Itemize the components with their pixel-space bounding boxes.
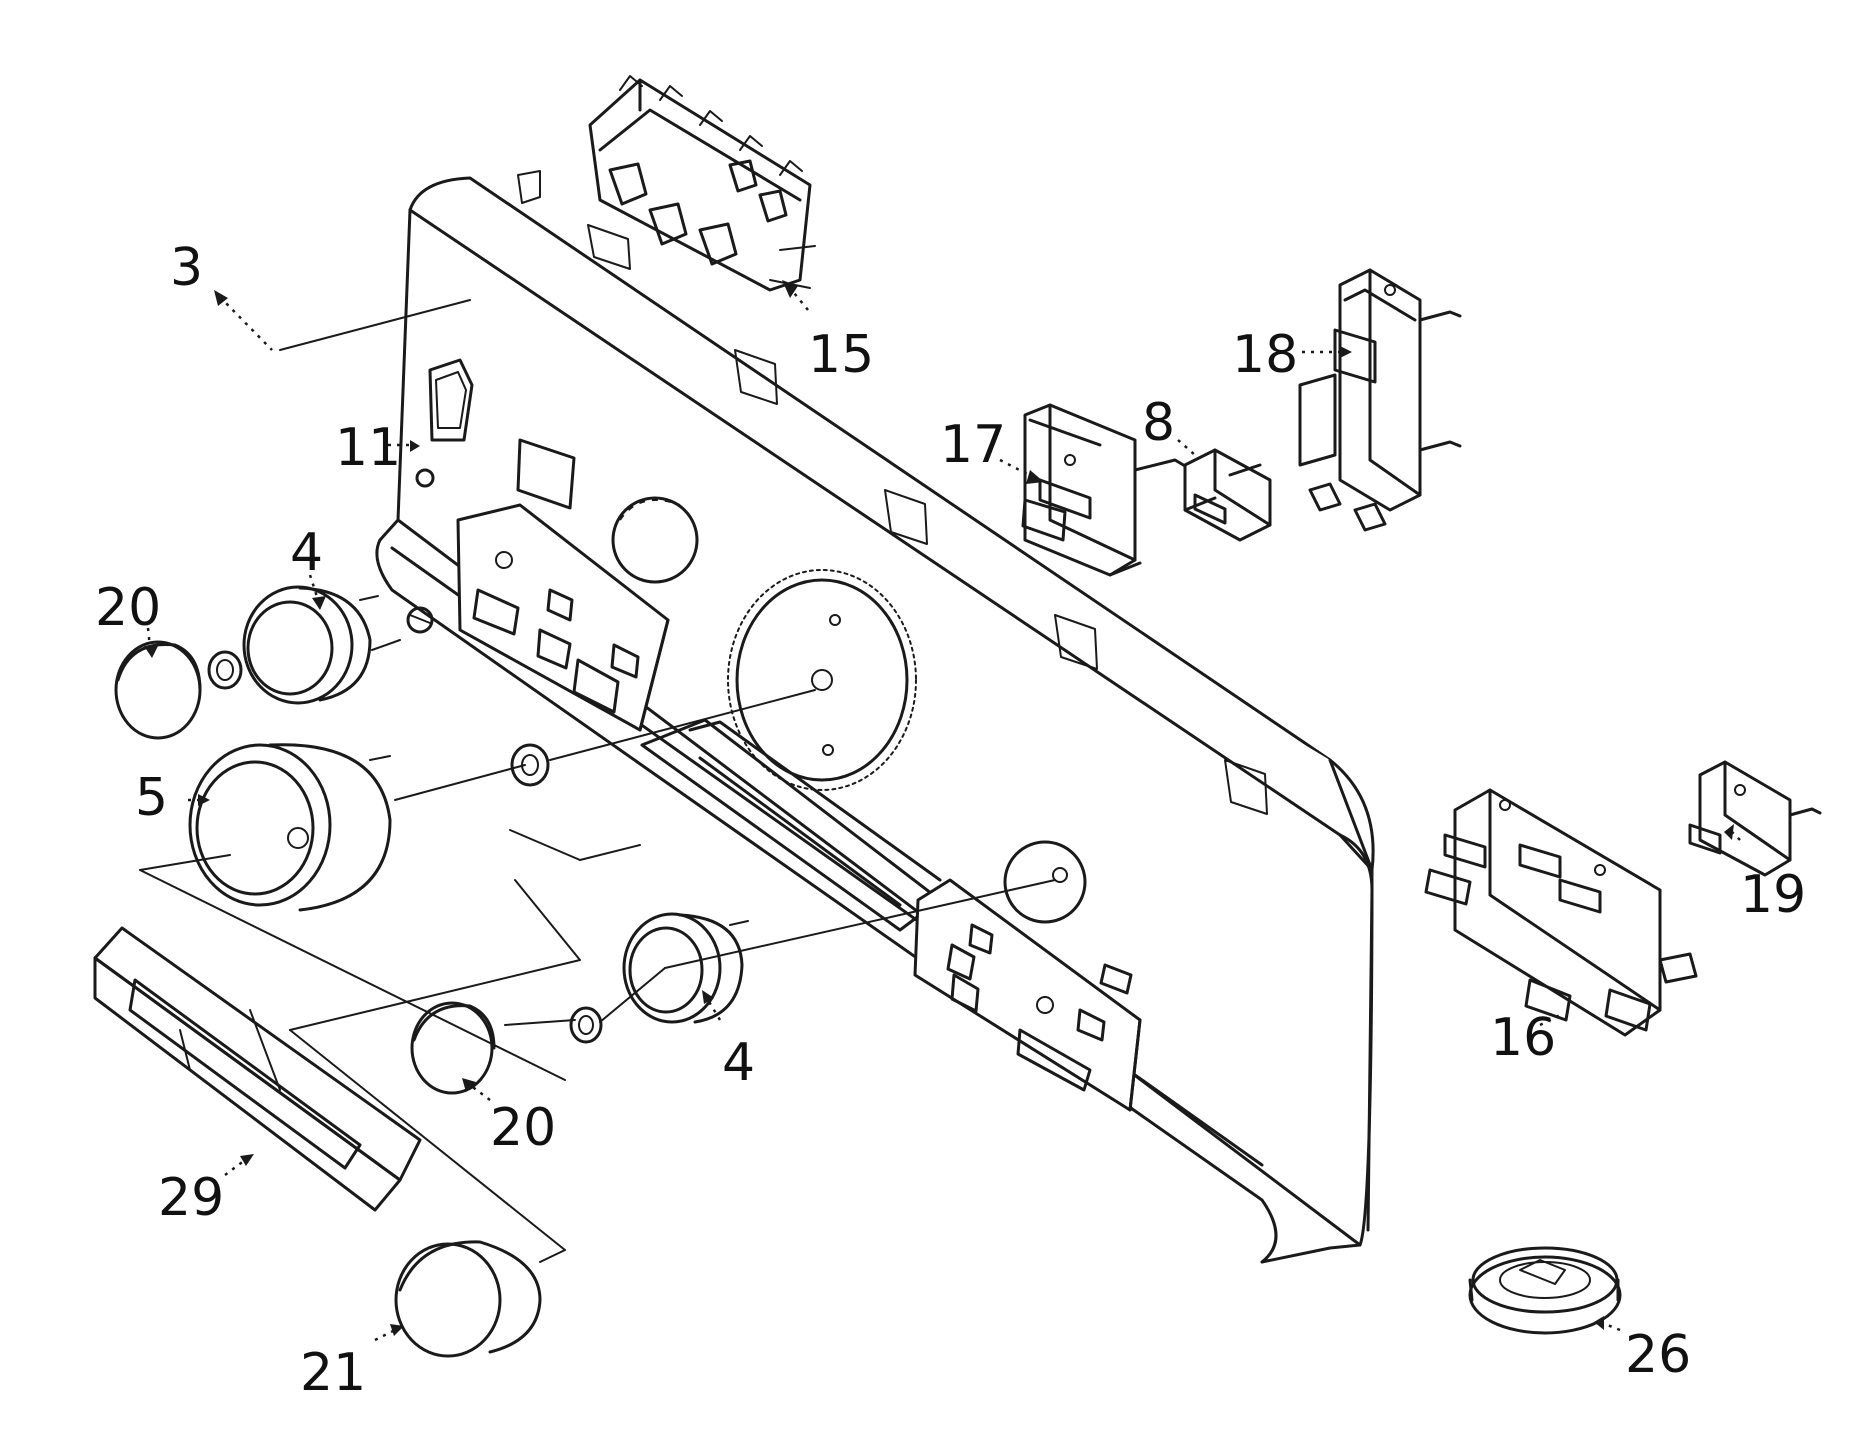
callout-11: 11 (335, 418, 401, 478)
callout-4-upper: 4 (290, 523, 323, 583)
control-panel-housing (375, 170, 1375, 1264)
switch-18 (1298, 268, 1462, 532)
grommet-26 (1468, 1246, 1622, 1335)
knob-cap-20-lower (410, 1001, 496, 1095)
callout-20-upper: 20 (95, 578, 161, 638)
clip-ring-upper (207, 650, 243, 690)
callout-labels: 3 15 18 17 8 11 4 20 5 4 20 29 21 16 19 … (95, 238, 1806, 1403)
knob-4-upper (242, 585, 379, 705)
switch-17 (1021, 403, 1187, 577)
callout-18: 18 (1232, 325, 1298, 385)
knob-4-lower (622, 912, 749, 1024)
callout-4-lower: 4 (722, 1033, 755, 1093)
callout-21: 21 (300, 1343, 366, 1403)
callout-17: 17 (940, 415, 1006, 475)
callout-16: 16 (1490, 1008, 1556, 1068)
knob-cap-21 (394, 1240, 542, 1358)
callout-leaders (144, 280, 1741, 1342)
callout-8: 8 (1142, 393, 1175, 453)
callout-5: 5 (135, 768, 168, 828)
callout-3: 3 (170, 238, 203, 298)
switch-block-15 (588, 75, 816, 292)
clip-ring-lower (569, 1006, 603, 1044)
switch-19 (1688, 760, 1822, 877)
knob-cap-20-upper (114, 640, 202, 740)
callout-26: 26 (1625, 1325, 1691, 1385)
callout-19: 19 (1740, 865, 1806, 925)
callout-29: 29 (158, 1168, 224, 1228)
display-lens-29 (93, 926, 422, 1212)
clip-ring-mid (510, 743, 550, 787)
switch-8 (1183, 448, 1272, 542)
assembly-lines (139, 299, 1056, 1263)
switch-block-16 (1424, 788, 1698, 1037)
callout-15: 15 (808, 325, 874, 385)
callout-20-lower: 20 (490, 1098, 556, 1158)
knob-5 (188, 743, 392, 912)
